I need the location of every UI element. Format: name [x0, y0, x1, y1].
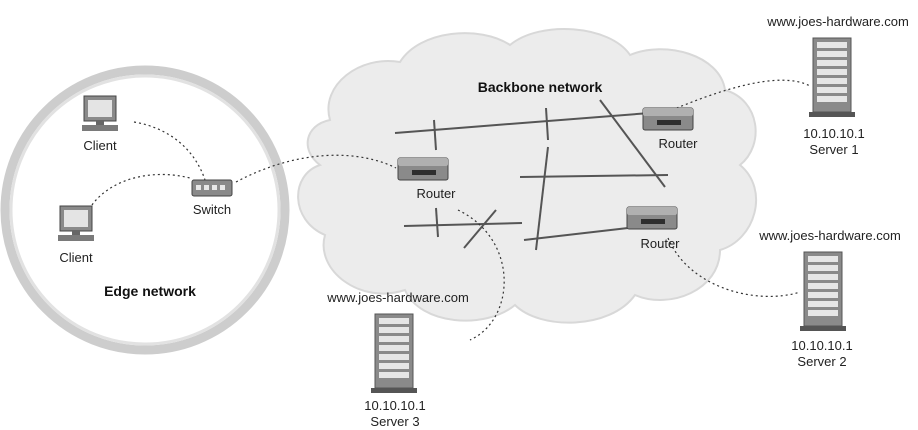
server-2: www.joes-hardware.com 10.10.10.1 Server … [758, 228, 901, 369]
server-name: Server 3 [370, 414, 419, 429]
backbone-network-label: Backbone network [478, 79, 603, 95]
router-icon [397, 157, 449, 181]
server-1: www.joes-hardware.com 10.10.10.1 Server … [766, 14, 909, 157]
client-icon [81, 95, 119, 132]
router-label: Router [640, 236, 680, 251]
server-hostname: www.joes-hardware.com [766, 14, 909, 29]
router-icon [626, 206, 678, 230]
server-hostname: www.joes-hardware.com [326, 290, 469, 305]
client-2: Client [57, 205, 95, 265]
client-1: Client [81, 95, 119, 153]
edge-network-ring [0, 65, 290, 355]
server-ip: 10.10.10.1 [791, 338, 852, 353]
router-2: Router [642, 107, 698, 151]
server-name: Server 1 [809, 142, 858, 157]
backbone-cloud [297, 28, 757, 324]
server-icon [370, 313, 418, 394]
server-hostname: www.joes-hardware.com [758, 228, 901, 243]
connections [91, 79, 811, 341]
router-1: Router [397, 157, 456, 201]
router-label: Router [658, 136, 698, 151]
server-name: Server 2 [797, 354, 846, 369]
switch-icon [191, 179, 233, 197]
switch: Switch [191, 179, 233, 217]
client-label: Client [83, 138, 117, 153]
server-ip: 10.10.10.1 [803, 126, 864, 141]
router-3: Router [626, 206, 680, 251]
client-icon [57, 205, 95, 242]
server-3: www.joes-hardware.com 10.10.10.1 Server … [326, 290, 469, 429]
server-ip: 10.10.10.1 [364, 398, 425, 413]
edge-network-label: Edge network [104, 283, 196, 299]
server-icon [808, 37, 856, 118]
switch-label: Switch [193, 202, 231, 217]
router-icon [642, 107, 694, 131]
server-icon [799, 251, 847, 332]
backbone-wires [394, 99, 669, 251]
client-label: Client [59, 250, 93, 265]
router-label: Router [416, 186, 456, 201]
